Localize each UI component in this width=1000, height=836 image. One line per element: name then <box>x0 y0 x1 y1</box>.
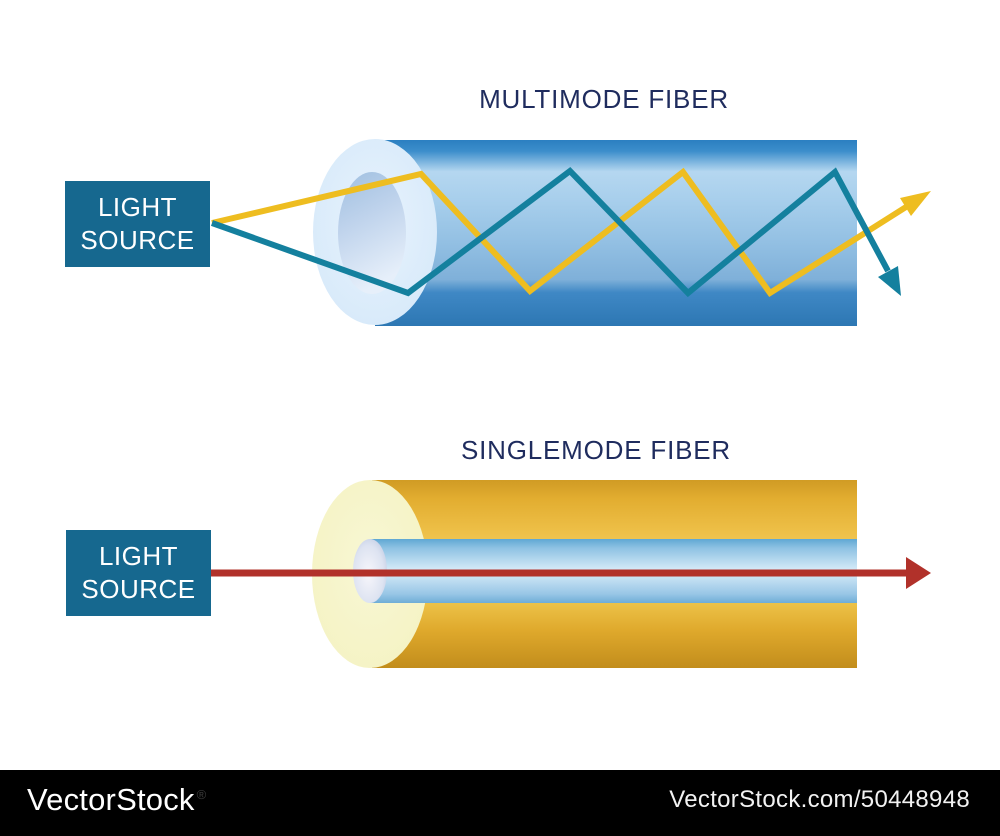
light-source-label-line2: SOURCE <box>80 225 195 255</box>
vectorstock-image-url: VectorStock.com/50448948 <box>669 786 970 813</box>
light-source-label-line1: LIGHT <box>98 541 179 571</box>
multimode-core-face <box>338 172 406 294</box>
singlemode-fiber <box>211 480 931 668</box>
light-source-box-multimode: LIGHT SOURCE <box>65 181 210 267</box>
watermark-bar: VectorStock® VectorStock.com/50448948 <box>0 770 1000 836</box>
light-source-box-singlemode: LIGHT SOURCE <box>66 530 211 616</box>
yellow-ray-arrowhead-icon <box>900 191 931 216</box>
singlemode-title: SINGLEMODE FIBER <box>461 435 731 465</box>
red-ray-arrowhead-icon <box>906 557 931 589</box>
teal-light-ray <box>210 167 891 298</box>
yellow-light-ray <box>211 167 908 298</box>
multimode-fiber-body <box>375 140 857 326</box>
light-source-label-line2: SOURCE <box>81 574 196 604</box>
multimode-fiber <box>210 139 931 326</box>
vectorstock-brand-text: VectorStock <box>27 782 195 817</box>
registered-mark-icon: ® <box>196 786 207 802</box>
light-source-label-line1: LIGHT <box>97 192 178 222</box>
vectorstock-logo: VectorStock® <box>27 782 206 818</box>
multimode-title: MULTIMODE FIBER <box>479 84 729 114</box>
teal-ray-arrowhead-icon <box>878 266 901 296</box>
